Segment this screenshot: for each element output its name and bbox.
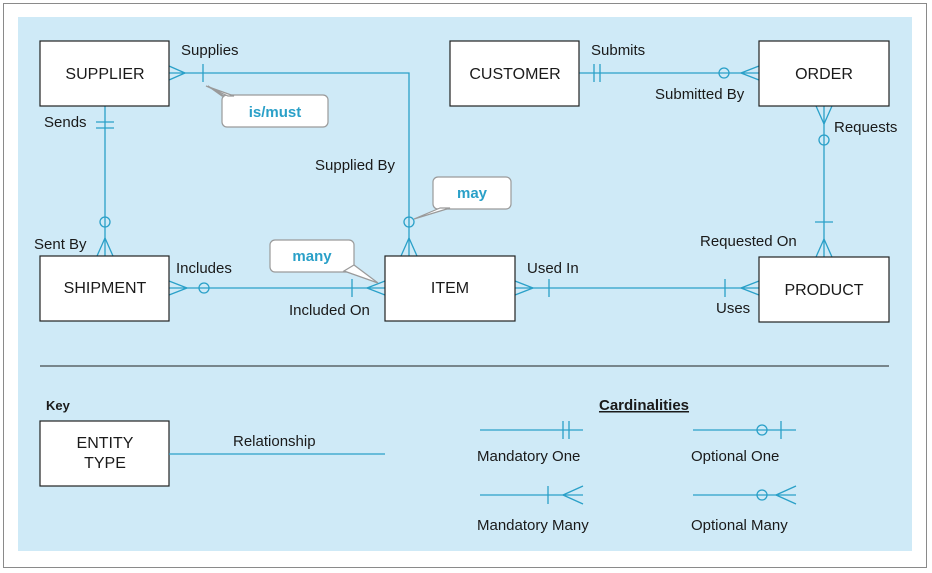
callout-many: many	[269, 239, 379, 284]
label-submits: Submits	[591, 42, 645, 59]
notation-order-optional-many	[718, 65, 760, 81]
entity-supplier-label: SUPPLIER	[65, 66, 144, 83]
entity-shipment-label: SHIPMENT	[64, 280, 147, 297]
legend-optional-many: Optional Many	[691, 485, 797, 534]
key-title: Key	[46, 398, 71, 413]
entity-item-label: ITEM	[431, 280, 469, 297]
callout-is-must-text: is/must	[249, 104, 302, 121]
label-submitted-by: Submitted By	[655, 86, 745, 103]
notation-item-mandatory-many	[351, 279, 386, 297]
notation-product-mandatory-many	[815, 221, 833, 258]
label-includes: Includes	[176, 260, 232, 277]
notation-supplier-mandatory-one	[96, 121, 114, 129]
notation-item-used-many	[514, 279, 550, 297]
notation-customer-mandatory-one	[593, 64, 601, 82]
label-sent-by: Sent By	[34, 236, 87, 253]
callout-may-text: may	[457, 185, 488, 202]
key-entity-line2: TYPE	[84, 455, 126, 472]
entity-item: ITEM	[384, 255, 516, 322]
label-supplied-by: Supplied By	[315, 157, 396, 174]
entity-order: ORDER	[758, 40, 890, 107]
entity-customer-label: CUSTOMER	[469, 66, 560, 83]
entity-order-label: ORDER	[795, 66, 853, 83]
label-uses: Uses	[716, 300, 750, 317]
legend-optional-one-label: Optional One	[691, 448, 779, 465]
legend-mandatory-one: Mandatory One	[477, 421, 583, 465]
notation-shipment-optional-many	[168, 280, 210, 296]
legend-optional-many-label: Optional Many	[691, 517, 788, 534]
notation-shipment-optional-many	[96, 216, 114, 257]
callout-many-text: many	[292, 248, 332, 265]
entity-product: PRODUCT	[758, 256, 890, 323]
label-requests: Requests	[834, 119, 897, 136]
callout-may: may	[413, 176, 512, 220]
notation-product-uses-many	[724, 279, 760, 297]
entity-product-label: PRODUCT	[784, 282, 863, 299]
legend-mandatory-many-label: Mandatory Many	[477, 517, 589, 534]
cardinalities-title: Cardinalities	[599, 397, 689, 414]
entity-shipment: SHIPMENT	[39, 255, 170, 322]
label-sends: Sends	[44, 114, 87, 131]
notation-item-supplied-optional-many	[400, 216, 418, 257]
legend-mandatory-many: Mandatory Many	[477, 485, 589, 534]
label-supplies: Supplies	[181, 42, 239, 59]
rel-supplier-item	[169, 72, 410, 256]
label-used-in: Used In	[527, 260, 579, 277]
key-relationship-label: Relationship	[233, 433, 316, 450]
notation-order-optional-many	[815, 105, 833, 146]
legend-mandatory-one-label: Mandatory One	[477, 448, 580, 465]
entity-supplier: SUPPLIER	[39, 40, 170, 107]
notation-supplier-many	[168, 64, 204, 82]
key-entity-line1: ENTITY	[77, 435, 134, 452]
label-requested-on: Requested On	[700, 233, 797, 250]
callout-is-must: is/must	[205, 85, 329, 128]
key-entity-type: ENTITY TYPE	[39, 420, 170, 487]
label-included-on: Included On	[289, 302, 370, 319]
entity-customer: CUSTOMER	[449, 40, 580, 107]
legend-optional-one: Optional One	[691, 421, 796, 465]
